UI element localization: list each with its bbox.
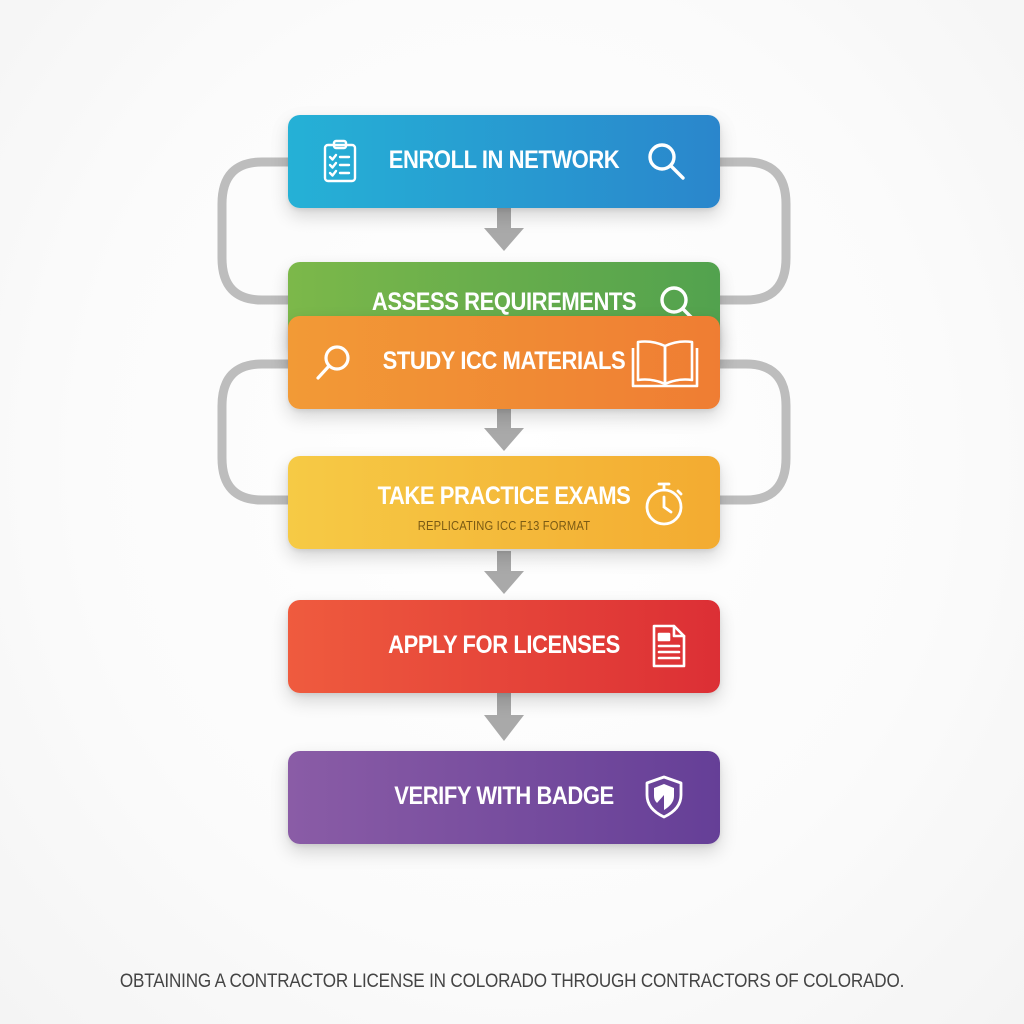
loop-connector-right-1 bbox=[711, 157, 791, 305]
down-arrow-1 bbox=[484, 208, 524, 251]
open-book-icon bbox=[630, 336, 700, 388]
step-sublabel: REPLICATING ICC F13 FORMAT bbox=[417, 518, 591, 533]
step-label: APPLY FOR LICENSES bbox=[388, 631, 620, 659]
stopwatch-icon bbox=[640, 480, 688, 528]
document-icon bbox=[644, 622, 692, 670]
down-arrow-4 bbox=[484, 693, 524, 741]
step-label: ENROLL IN NETWORK bbox=[388, 146, 620, 174]
down-arrow-3 bbox=[484, 551, 524, 594]
loop-connector-left-1 bbox=[217, 157, 297, 305]
diagram-caption: OBTAINING A CONTRACTOR LICENSE IN COLORA… bbox=[119, 971, 905, 992]
loop-connector-right-2 bbox=[711, 359, 791, 505]
magnifier-icon bbox=[642, 137, 690, 185]
step-label: TAKE PRACTICE EXAMS bbox=[377, 482, 631, 510]
step-enroll-in-network: ENROLL IN NETWORK bbox=[288, 115, 720, 208]
step-label: ASSESS REQUIREMENTS bbox=[371, 288, 637, 316]
step-verify-with-badge: VERIFY WITH BADGE bbox=[288, 751, 720, 844]
loop-connector-left-2 bbox=[217, 359, 297, 505]
step-take-practice-exams: TAKE PRACTICE EXAMS REPLICATING ICC F13 … bbox=[288, 456, 720, 549]
magnifier-icon bbox=[310, 338, 358, 386]
clipboard-checklist-icon bbox=[316, 137, 364, 185]
step-label: STUDY ICC MATERIALS bbox=[382, 347, 626, 375]
step-study-icc-materials: STUDY ICC MATERIALS bbox=[288, 316, 720, 409]
step-apply-for-licenses: APPLY FOR LICENSES bbox=[288, 600, 720, 693]
shield-badge-icon bbox=[640, 773, 688, 821]
step-label: VERIFY WITH BADGE bbox=[394, 782, 614, 810]
down-arrow-2 bbox=[484, 409, 524, 451]
